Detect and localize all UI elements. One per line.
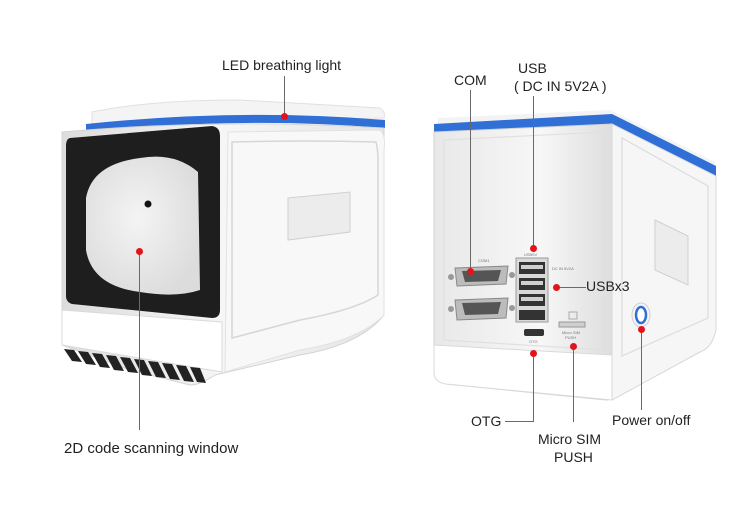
usb-ports: USB5V DC IN 5V2A	[515, 252, 574, 323]
otg-marker	[530, 350, 537, 357]
otg-port	[524, 329, 544, 336]
push-label: PUSH	[554, 449, 593, 465]
front-vents	[64, 349, 206, 383]
sim-slot	[558, 321, 586, 328]
com-leader-line	[470, 90, 471, 268]
back-led-strip	[434, 114, 716, 176]
back-device: COM1 USB5V DC IN 5V2A OTG	[433, 110, 717, 401]
dc-in-label: ( DC IN 5V2A )	[514, 78, 607, 94]
sim-leader-line	[573, 346, 574, 422]
usbx3-leader-line	[556, 287, 586, 288]
front-device	[61, 99, 385, 386]
svg-text:PUSH: PUSH	[565, 335, 576, 340]
otg-leader-line-v	[533, 354, 534, 422]
usbx3-label: USBx3	[586, 278, 630, 294]
scan-leader-line	[139, 252, 140, 430]
svg-text:OTG: OTG	[529, 339, 538, 344]
usb-marker	[530, 245, 537, 252]
scan-window-marker	[136, 248, 143, 255]
svg-text:USB5V: USB5V	[524, 252, 537, 257]
led-breathing-light-label: LED breathing light	[222, 57, 342, 73]
scan-window-label: 2D code scanning window	[64, 440, 239, 457]
scan-sensor	[144, 200, 152, 208]
led-leader-line	[284, 76, 285, 116]
power-marker	[638, 326, 645, 333]
otg-leader-line-h	[505, 421, 534, 422]
power-label: Power on/off	[612, 412, 691, 428]
power-leader-line	[641, 330, 642, 410]
scan-window-disc	[86, 156, 200, 295]
com-marker	[467, 268, 474, 275]
svg-text:Micro SIM: Micro SIM	[562, 330, 580, 335]
front-led-strip	[86, 114, 385, 132]
svg-text:DC IN 5V2A: DC IN 5V2A	[552, 266, 574, 271]
otg-label: OTG	[471, 413, 502, 429]
usb-label: USB	[518, 60, 547, 76]
led-marker	[281, 113, 288, 120]
com-label: COM	[454, 72, 487, 88]
sim-marker	[570, 343, 577, 350]
usbx3-marker	[553, 284, 560, 291]
svg-text:COM1: COM1	[478, 258, 490, 263]
micro-sim-label: Micro SIM	[538, 431, 601, 447]
usb-leader-line	[533, 96, 534, 248]
